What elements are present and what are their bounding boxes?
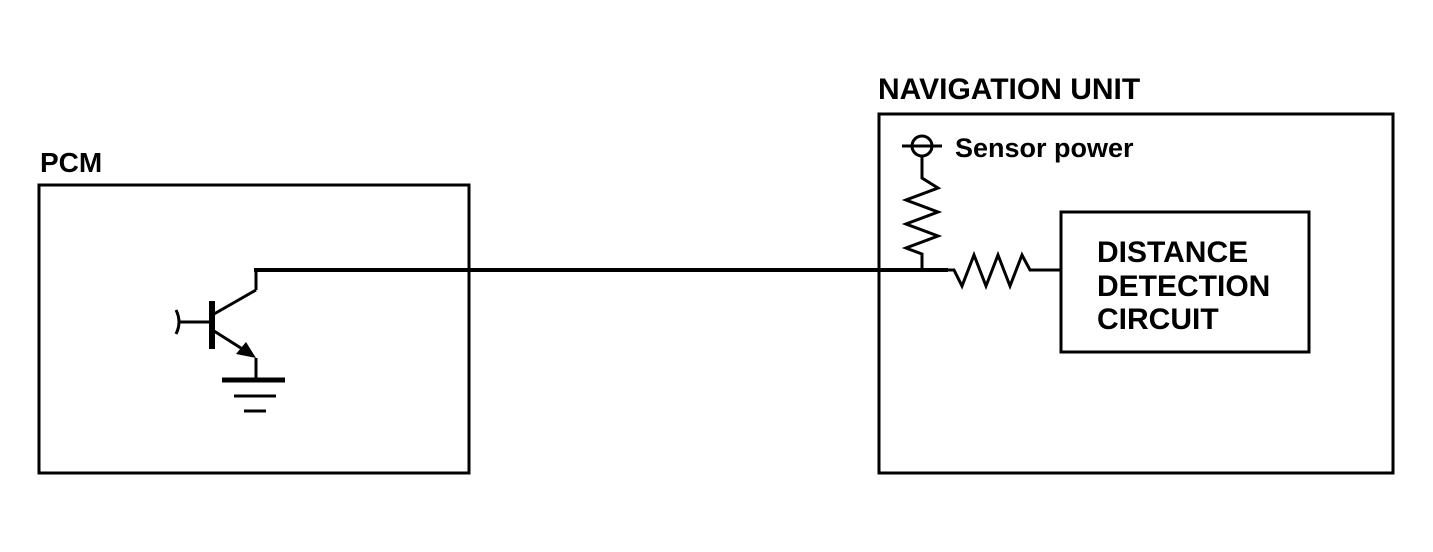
circuit-label-line-3: CIRCUIT <box>1097 303 1219 336</box>
pcm-block: PCM <box>37 147 471 475</box>
transistor-collector <box>213 288 257 316</box>
signal-wire <box>254 268 948 272</box>
circuit-label-line-2: DETECTION <box>1097 270 1270 303</box>
ground-icon <box>222 377 285 413</box>
navigation-unit-label: NAVIGATION UNIT <box>878 73 1140 106</box>
distance-detection-circuit-box <box>1059 210 1311 354</box>
emitter-arrow-icon <box>236 342 256 358</box>
pcm-label: PCM <box>40 147 102 178</box>
transistor-base-lead <box>174 309 181 335</box>
circuit-label-line-1: DISTANCE <box>1097 236 1248 269</box>
sensor-power-terminal-icon <box>902 134 942 172</box>
series-resistor-icon <box>946 250 1062 291</box>
transistor-icon <box>174 270 258 380</box>
navigation-unit-box <box>877 112 1395 475</box>
navigation-unit-block: NAVIGATION UNIT Sensor power DISTANCE DE… <box>877 73 1395 475</box>
pcm-box <box>37 183 471 475</box>
pullup-resistor-icon <box>901 172 943 270</box>
sensor-power-label: Sensor power <box>955 133 1134 163</box>
transistor-emitter <box>213 329 245 352</box>
